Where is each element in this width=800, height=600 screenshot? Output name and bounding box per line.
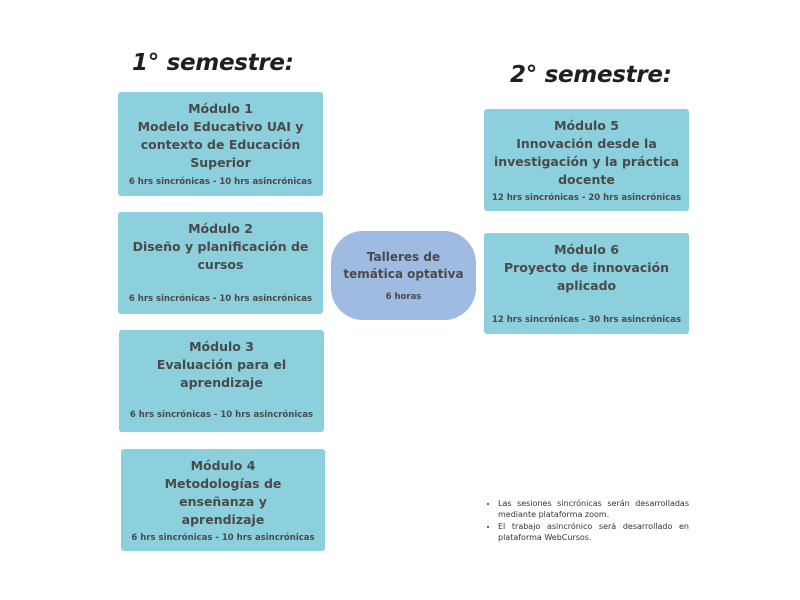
module-title: Módulo 4 Metodologías de enseñanza y apr…	[164, 458, 282, 527]
note-item: El trabajo asincrónico será desarrollado…	[498, 522, 689, 543]
module-hours: 6 hrs sincrónicas - 10 hrs asincrónicas	[131, 533, 315, 543]
second-semester-heading: 2° semestre:	[510, 62, 672, 88]
module-6-box: Módulo 6 Proyecto de innovación aplicado…	[484, 233, 689, 334]
module-hours: 12 hrs sincrónicas - 30 hrs asincrónicas	[491, 315, 682, 325]
module-5-box: Módulo 5 Innovación desde la investigaci…	[484, 109, 689, 211]
module-hours: 6 hrs sincrónicas - 10 hrs asincrónicas	[129, 410, 314, 420]
module-title: Módulo 3 Evaluación para el aprendizaje	[156, 339, 287, 390]
module-2-box: Módulo 2 Diseño y planificación de curso…	[118, 212, 323, 314]
module-1-box: Módulo 1 Modelo Educativo UAI y contexto…	[118, 92, 323, 196]
workshop-title: Talleres de temática optativa	[343, 250, 464, 281]
notes-list: Las sesiones sincrónicas serán desarroll…	[484, 499, 689, 545]
module-hours: 6 hrs sincrónicas - 10 hrs asincrónicas	[128, 294, 313, 304]
module-title: Módulo 5 Innovación desde la investigaci…	[493, 118, 680, 187]
note-item: Las sesiones sincrónicas serán desarroll…	[498, 499, 689, 520]
module-title: Módulo 2 Diseño y planificación de curso…	[132, 221, 309, 272]
module-title: Módulo 1 Modelo Educativo UAI y contexto…	[137, 101, 304, 170]
module-3-box: Módulo 3 Evaluación para el aprendizaje …	[119, 330, 324, 432]
module-hours: 12 hrs sincrónicas - 20 hrs asincrónicas	[491, 193, 682, 203]
first-semester-heading: 1° semestre:	[132, 50, 294, 76]
module-title: Módulo 6 Proyecto de innovación aplicado	[503, 242, 670, 293]
module-4-box: Módulo 4 Metodologías de enseñanza y apr…	[121, 449, 325, 551]
workshop-hours: 6 horas	[385, 292, 422, 302]
optional-workshop-pill: Talleres de temática optativa 6 horas	[331, 231, 476, 320]
module-hours: 6 hrs sincrónicas - 10 hrs asincrónicas	[128, 177, 313, 187]
